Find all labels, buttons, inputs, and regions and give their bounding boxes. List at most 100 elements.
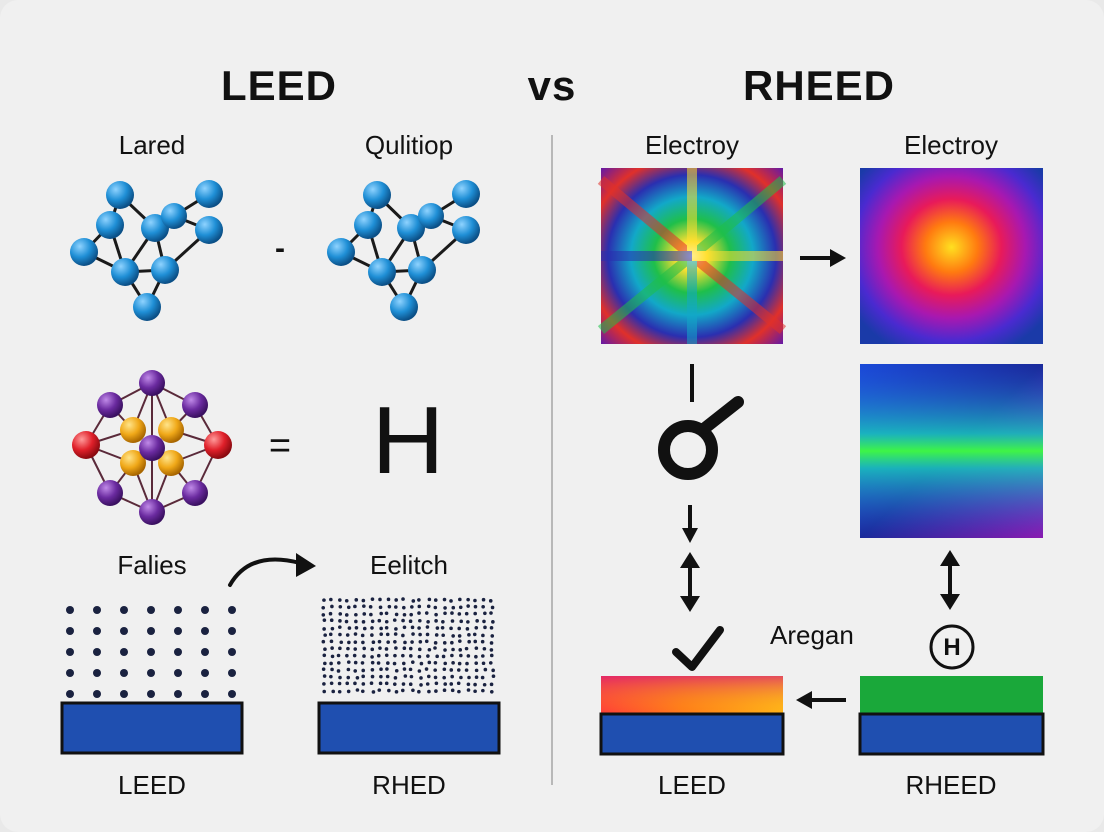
rhed-dot: [370, 647, 375, 652]
rhed-dot: [353, 604, 357, 609]
rhed-dot: [329, 639, 334, 644]
rhed-dot: [370, 619, 375, 624]
rhed-dot: [424, 639, 429, 644]
leed-dot: [228, 669, 236, 677]
rhed-dot: [483, 625, 487, 630]
diffraction-pattern-leed-rays: [597, 168, 787, 344]
rhed-dot: [449, 626, 453, 631]
rhed-dot: [353, 669, 358, 673]
rhed-dot: [354, 619, 358, 624]
rhed-dot: [371, 640, 376, 645]
rhed-dot: [442, 667, 447, 672]
label-falies: Falies: [117, 550, 187, 580]
leed-dot: [228, 627, 236, 635]
rhed-dot: [419, 683, 423, 687]
rhed-dot: [393, 632, 398, 636]
rheed-right-substrate: [858, 712, 1045, 756]
rhed-dot: [371, 690, 376, 694]
rhed-dot: [394, 668, 399, 673]
rhed-dot: [338, 675, 342, 680]
rhed-dot: [409, 612, 413, 617]
rhed-dot: [458, 648, 463, 652]
rhed-dot: [386, 597, 391, 602]
rhed-dot: [387, 688, 391, 693]
leed-dot: [93, 606, 101, 614]
rhed-dot: [489, 690, 494, 694]
rhed-dot: [467, 639, 471, 644]
rhed-dot: [338, 619, 342, 623]
leed-dot: [66, 669, 74, 677]
rhed-dot: [442, 641, 447, 645]
rhed-dot: [329, 661, 333, 666]
rhed-dot: [394, 605, 398, 609]
rhed-dot: [433, 598, 438, 602]
rhed-dot: [472, 632, 477, 637]
rhed-dot: [384, 625, 389, 630]
rhed-dot: [377, 618, 382, 623]
rhed-dot: [384, 653, 389, 658]
rhed-dot: [442, 675, 446, 680]
rhed-dot: [417, 654, 422, 659]
leed-dot: [147, 690, 155, 698]
rhed-dot: [466, 620, 470, 624]
rhed-dot: [449, 682, 454, 686]
rhed-dot: [401, 682, 406, 686]
leed-substrate: [60, 701, 244, 755]
rhed-dot: [354, 612, 358, 617]
rhed-dot: [465, 627, 470, 631]
rhed-dot: [449, 599, 453, 603]
rhed-dot: [353, 640, 358, 644]
rhed-dot: [427, 647, 432, 652]
crystal-structure-atoms: [72, 370, 232, 525]
rhed-dot: [408, 619, 413, 624]
rhed-dot: [338, 632, 342, 637]
rhed-dot: [441, 633, 445, 638]
rhed-dot: [347, 640, 351, 645]
rhed-dot: [451, 605, 456, 610]
rhed-dot: [337, 681, 342, 686]
rhed-substrate: [317, 701, 501, 755]
rhed-dot: [482, 619, 486, 624]
rhed-dot: [353, 681, 357, 686]
leed-dot: [174, 627, 182, 635]
rhed-dot: [392, 682, 397, 686]
leed-dot: [147, 669, 155, 677]
rhed-dot: [417, 626, 421, 630]
leed-right-substrate: [599, 712, 785, 756]
rhed-dot: [329, 674, 333, 679]
rhed-dot: [427, 597, 432, 602]
rhed-dot: [321, 613, 326, 617]
rhed-dot: [368, 605, 373, 609]
rhed-dot: [338, 646, 342, 651]
label-electroy-right: Electroy: [904, 130, 998, 160]
leed-film-layer-tint: [601, 676, 783, 714]
leed-dot: [66, 627, 74, 635]
rhed-dot: [370, 674, 375, 679]
rhed-dot: [354, 598, 359, 602]
rhed-dot: [481, 633, 485, 638]
rhed-dot: [442, 688, 447, 692]
rhed-dot: [355, 688, 360, 692]
rhed-dot: [379, 611, 383, 616]
rhed-dot: [346, 646, 350, 651]
rhed-dot: [361, 682, 366, 686]
rhed-dot: [458, 639, 462, 643]
title-leed: LEED: [220, 62, 338, 109]
rhed-dot: [433, 605, 438, 610]
operator-equals: =: [268, 425, 292, 467]
rhed-dot: [473, 689, 477, 694]
rhed-dot: [410, 605, 414, 609]
rhed-dot: [451, 661, 455, 665]
rhed-dot: [379, 632, 384, 637]
diffraction-pattern-rheed: [860, 168, 1043, 344]
rhed-dot: [418, 639, 423, 644]
leed-dot: [147, 627, 155, 635]
rhed-dot: [378, 597, 382, 602]
rhed-dot: [426, 620, 430, 624]
rhed-dot: [409, 674, 414, 679]
rhed-dot: [328, 611, 333, 616]
rhed-dot: [401, 633, 405, 638]
rhed-dot: [361, 640, 365, 645]
rhed-dot: [426, 674, 431, 679]
